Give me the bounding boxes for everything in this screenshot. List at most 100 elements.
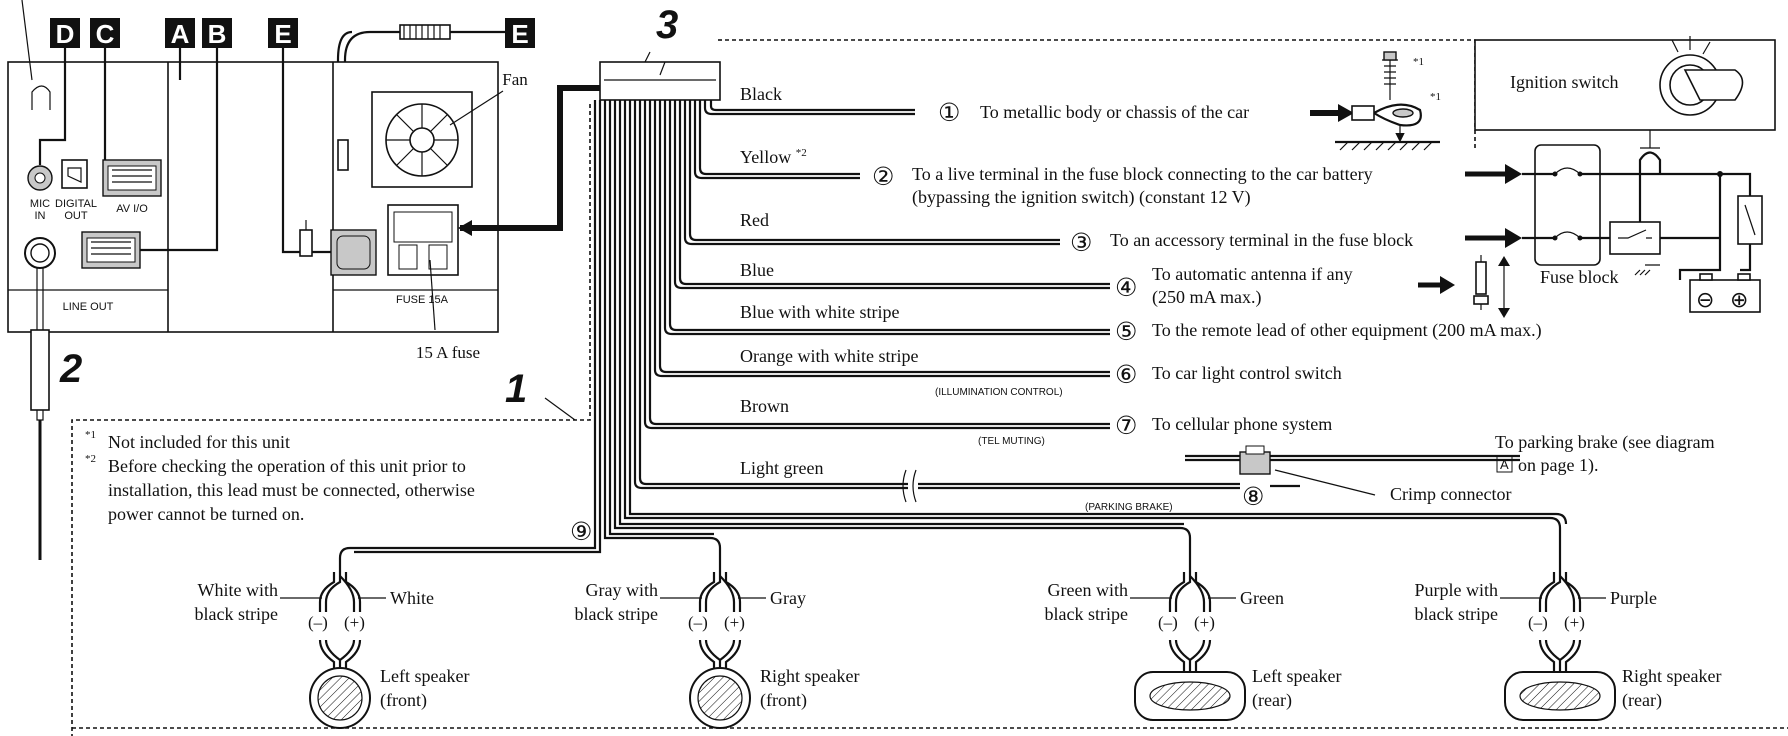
- speaker-negative-lead-label-1: Purple with: [1415, 580, 1499, 600]
- num-6: ⑥: [1115, 360, 1137, 389]
- av-io-port[interactable]: [102, 159, 162, 197]
- svg-text:D: D: [56, 19, 75, 49]
- antenna-jack[interactable]: [24, 237, 56, 269]
- footnote-1-mark: *1: [85, 429, 96, 441]
- wire-label-red: Red: [740, 210, 769, 230]
- speaker-name-label: Left speaker: [380, 666, 469, 686]
- num-1: ①: [938, 98, 960, 127]
- speaker-position-label: (rear): [1252, 690, 1292, 711]
- battery-icon: [1689, 273, 1761, 313]
- fuse-caption: 15 A fuse: [416, 343, 480, 362]
- speaker-minus-label: (–): [1528, 613, 1548, 632]
- speaker-negative-lead-label-1: Gray with: [586, 580, 658, 600]
- speaker-name-label: Right speaker: [1622, 666, 1721, 686]
- ground-terminal: [1335, 51, 1440, 151]
- break-mark: [902, 469, 917, 503]
- num-8: ⑧: [1242, 482, 1264, 511]
- speaker-negative-lead-label-2: black stripe: [575, 604, 658, 624]
- svg-text:E: E: [274, 19, 291, 49]
- speaker-positive-lead-label: White: [390, 588, 434, 608]
- connector-letter-d: D: [50, 18, 80, 49]
- crimp-connector: [1239, 445, 1271, 475]
- speaker-plus-label: (+): [344, 613, 365, 632]
- battery-minus: ⊖: [1696, 287, 1714, 312]
- footnote-2-line2: installation, this lead must be connecte…: [108, 480, 475, 500]
- hook-icon: [31, 85, 51, 110]
- speaker-plus-label: (+): [724, 613, 745, 632]
- speaker-minus-label: (–): [688, 613, 708, 632]
- svg-text:E: E: [511, 19, 528, 49]
- footnote-2-line3: power cannot be turned on.: [108, 504, 304, 524]
- dest-2-line2: (bypassing the ignition switch) (constan…: [912, 187, 1251, 208]
- speaker-positive-lead-label: Green: [1240, 588, 1284, 608]
- wire-label-blue-white: Blue with white stripe: [740, 302, 899, 322]
- ignition-switch-box: [1474, 39, 1776, 149]
- wire-b: [140, 48, 219, 252]
- footnote-2-mark: *2: [85, 453, 96, 465]
- connector-letter-e-right: E: [505, 18, 535, 49]
- speaker-negative-lead-label-1: White with: [198, 580, 278, 600]
- speaker-name-label: Left speaker: [1252, 666, 1341, 686]
- power-cable: [460, 85, 600, 231]
- dest-6: To car light control switch: [1152, 363, 1342, 383]
- connector-letter-e-left: E: [268, 18, 298, 49]
- parking-brake-dest-1: To parking brake (see diagram: [1495, 432, 1715, 453]
- connector-letter-c: C: [90, 18, 120, 49]
- fuse-block: [1522, 144, 1763, 280]
- parking-brake-dest-2: on page 1).: [1518, 455, 1598, 476]
- line-out-port[interactable]: [81, 231, 141, 269]
- num-3: ③: [1070, 228, 1092, 257]
- callout-3: 3: [656, 3, 678, 47]
- speaker-plus-label: (+): [1194, 613, 1215, 632]
- illumination-control-label: (ILLUMINATION CONTROL): [935, 387, 1063, 398]
- speaker-position-label: (rear): [1622, 690, 1662, 711]
- speaker-minus-label: (–): [1158, 613, 1178, 632]
- speaker-position-label: (front): [380, 690, 427, 711]
- num-9: ⑨: [570, 517, 592, 546]
- digital-out-label-2: OUT: [64, 210, 88, 222]
- num-7: ⑦: [1115, 411, 1137, 440]
- mic-in-label-2: IN: [35, 210, 46, 222]
- footnote-1-text: Not included for this unit: [108, 432, 290, 452]
- line-out-label: LINE OUT: [63, 301, 114, 313]
- e-plug: [299, 220, 313, 257]
- dest-3: To an accessory terminal in the fuse blo…: [1110, 230, 1413, 250]
- speaker-negative-lead-label-2: black stripe: [1415, 604, 1498, 624]
- speaker-position-label: (front): [760, 690, 807, 711]
- parking-brake-boxed-a: A: [1500, 457, 1509, 472]
- connector-letter-a: A: [165, 18, 195, 49]
- speaker-plus-label: (+): [1564, 613, 1585, 632]
- fuse-block-label: Fuse block: [1540, 267, 1619, 287]
- crimp-connector-label: Crimp connector: [1390, 484, 1511, 504]
- svg-text:A: A: [171, 19, 190, 49]
- fuse-15a: [387, 204, 459, 276]
- e-port[interactable]: [330, 229, 377, 276]
- dest-4-line2: (250 mA max.): [1152, 287, 1262, 308]
- av-io-label: AV I/O: [116, 203, 148, 215]
- antenna-icon: [1473, 255, 1510, 318]
- wire-label-yellow: Yellow *2: [740, 147, 807, 167]
- wire-label-orange-white: Orange with white stripe: [740, 346, 918, 366]
- tel-muting-label: (TEL MUTING): [978, 436, 1045, 447]
- fan-icon: [371, 91, 473, 188]
- fan-label: Fan: [502, 70, 528, 89]
- wire-e: [281, 48, 331, 254]
- callout-2: 2: [59, 347, 82, 391]
- ignition-key-icon: [1659, 36, 1744, 116]
- ground-dashed-box: [725, 39, 1476, 148]
- digital-out-port[interactable]: [61, 159, 88, 189]
- footnote-2-line1: Before checking the operation of this un…: [108, 456, 466, 476]
- ignition-switch-label: Ignition switch: [1510, 72, 1619, 92]
- speaker-minus-label: (–): [308, 613, 328, 632]
- mic-in-jack[interactable]: [27, 165, 53, 191]
- connector-letter-b: B: [202, 18, 232, 49]
- harness-connector: [599, 51, 721, 101]
- speaker-negative-lead-label-1: Green with: [1048, 580, 1128, 600]
- dest-1: To metallic body or chassis of the car: [980, 102, 1249, 122]
- svg-text:B: B: [208, 19, 227, 49]
